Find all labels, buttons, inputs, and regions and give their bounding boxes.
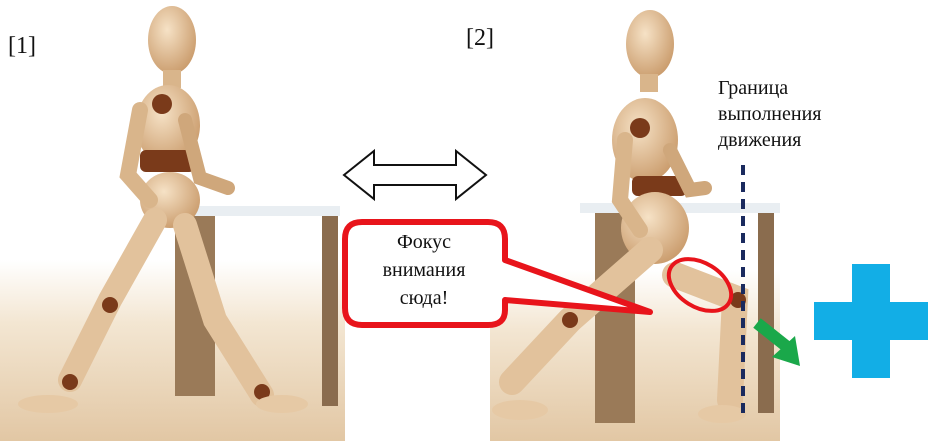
mannequin-figure bbox=[18, 6, 308, 413]
knee-highlight-ellipse bbox=[666, 257, 734, 313]
boundary-label: Граница выполнения движения bbox=[718, 75, 936, 153]
panel-1-image bbox=[0, 0, 345, 441]
boundary-line-1: Граница bbox=[718, 77, 789, 99]
table-leg bbox=[322, 216, 338, 406]
callout-line-3: сюда! bbox=[399, 287, 449, 309]
callout-text: Фокус внимания сюда! bbox=[350, 228, 498, 312]
panel-2-label: [2] bbox=[466, 25, 494, 51]
panel-1-label: [1] bbox=[8, 33, 36, 59]
table-leg bbox=[758, 213, 774, 413]
mannequin-figure bbox=[492, 10, 749, 423]
callout-line-1: Фокус bbox=[396, 231, 452, 253]
boundary-line-2: выполнения bbox=[718, 103, 822, 125]
boundary-line-3: движения bbox=[718, 129, 802, 151]
green-arrow-icon bbox=[753, 318, 800, 366]
double-arrow-icon bbox=[342, 148, 488, 202]
table-top bbox=[190, 206, 340, 216]
callout-bubble bbox=[342, 219, 653, 328]
plus-icon bbox=[814, 264, 928, 378]
callout-line-2: внимания bbox=[382, 259, 466, 281]
